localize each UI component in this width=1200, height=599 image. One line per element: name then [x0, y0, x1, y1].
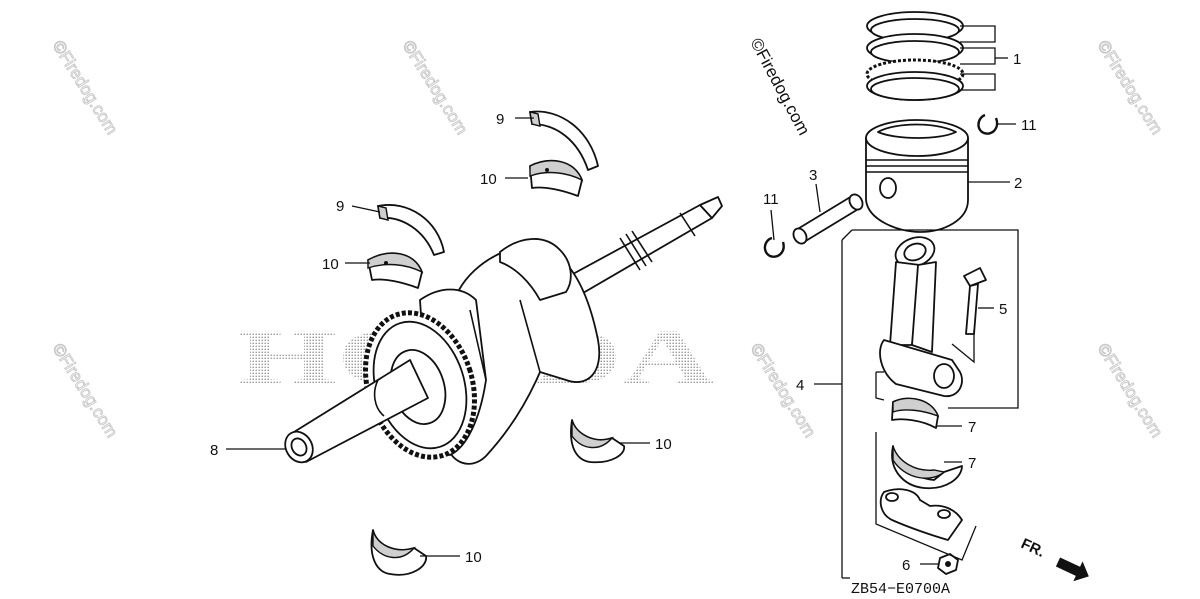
main-bearing-upper-b[interactable] — [377, 204, 445, 256]
callout-main-bearing-upper-b[interactable]: 9 — [336, 198, 344, 215]
diagram-code: ZB54−E0700A — [851, 581, 950, 598]
front-direction-label: FR. — [1018, 535, 1047, 561]
callout-main-bearing-lower-d[interactable]: 10 — [465, 549, 482, 566]
main-bearing-upper-a[interactable] — [529, 110, 599, 171]
connecting-rod[interactable] — [879, 232, 963, 397]
watermark-text: ©Firedog.com — [747, 340, 820, 441]
watermark-text: ©Firedog.com — [49, 37, 122, 138]
callout-main-bearing-lower-c[interactable]: 10 — [655, 436, 672, 453]
main-bearing-lower-b[interactable] — [367, 252, 424, 289]
watermark-text: ©Firedog.com — [49, 340, 122, 441]
pin-clip-left[interactable] — [763, 236, 785, 258]
pin-clip-right[interactable] — [977, 113, 999, 135]
callout-pin-clip-right[interactable]: 11 — [1021, 117, 1037, 134]
callout-rod-nut[interactable]: 6 — [902, 557, 910, 574]
callout-main-bearing-upper-a[interactable]: 9 — [496, 111, 504, 128]
rod-nut[interactable] — [937, 553, 959, 575]
callout-piston-rings[interactable]: 1 — [1013, 51, 1021, 68]
callout-main-bearing-lower-a[interactable]: 10 — [480, 171, 497, 188]
crankshaft[interactable] — [280, 196, 723, 471]
callout-rod-bearing-upper[interactable]: 7 — [968, 419, 976, 436]
watermark-text: ©Firedog.com — [1094, 340, 1167, 441]
callout-connecting-rod[interactable]: 4 — [796, 377, 804, 394]
callout-piston[interactable]: 2 — [1014, 175, 1022, 192]
front-direction-indicator: FR. — [1018, 535, 1089, 582]
piston-pin[interactable] — [791, 192, 865, 246]
watermark-text: ©Firedog.com — [1094, 37, 1167, 138]
leader-lines — [226, 25, 1019, 579]
piston[interactable] — [865, 119, 969, 233]
rod-cap[interactable] — [879, 488, 963, 541]
main-bearing-lower-a[interactable] — [529, 159, 584, 197]
piston-rings[interactable] — [865, 11, 965, 101]
arrow-right-icon — [1055, 557, 1089, 582]
brand-stamp: ©Firedog.com — [746, 35, 813, 138]
callout-labels: 1 2 3 4 5 6 7 7 8 9 9 10 10 10 10 11 11 — [210, 51, 1037, 574]
callout-rod-bolt[interactable]: 5 — [999, 301, 1007, 318]
main-bearing-lower-c[interactable] — [570, 419, 625, 464]
callout-rod-bearing-lower[interactable]: 7 — [968, 455, 976, 472]
callout-pin-clip-left[interactable]: 11 — [763, 191, 779, 208]
rod-bearing-upper[interactable] — [891, 397, 940, 429]
callout-piston-pin[interactable]: 3 — [809, 167, 817, 184]
rod-bearing-lower[interactable] — [891, 445, 963, 490]
callout-main-bearing-lower-b[interactable]: 10 — [322, 256, 339, 273]
rod-bolt[interactable] — [963, 267, 987, 335]
main-bearing-lower-d[interactable] — [370, 529, 427, 576]
watermark-text: ©Firedog.com — [399, 37, 472, 138]
watermark-layer: ©Firedog.com ©Firedog.com ©Firedog.com ©… — [48, 37, 1167, 442]
callout-crankshaft[interactable]: 8 — [210, 442, 218, 459]
